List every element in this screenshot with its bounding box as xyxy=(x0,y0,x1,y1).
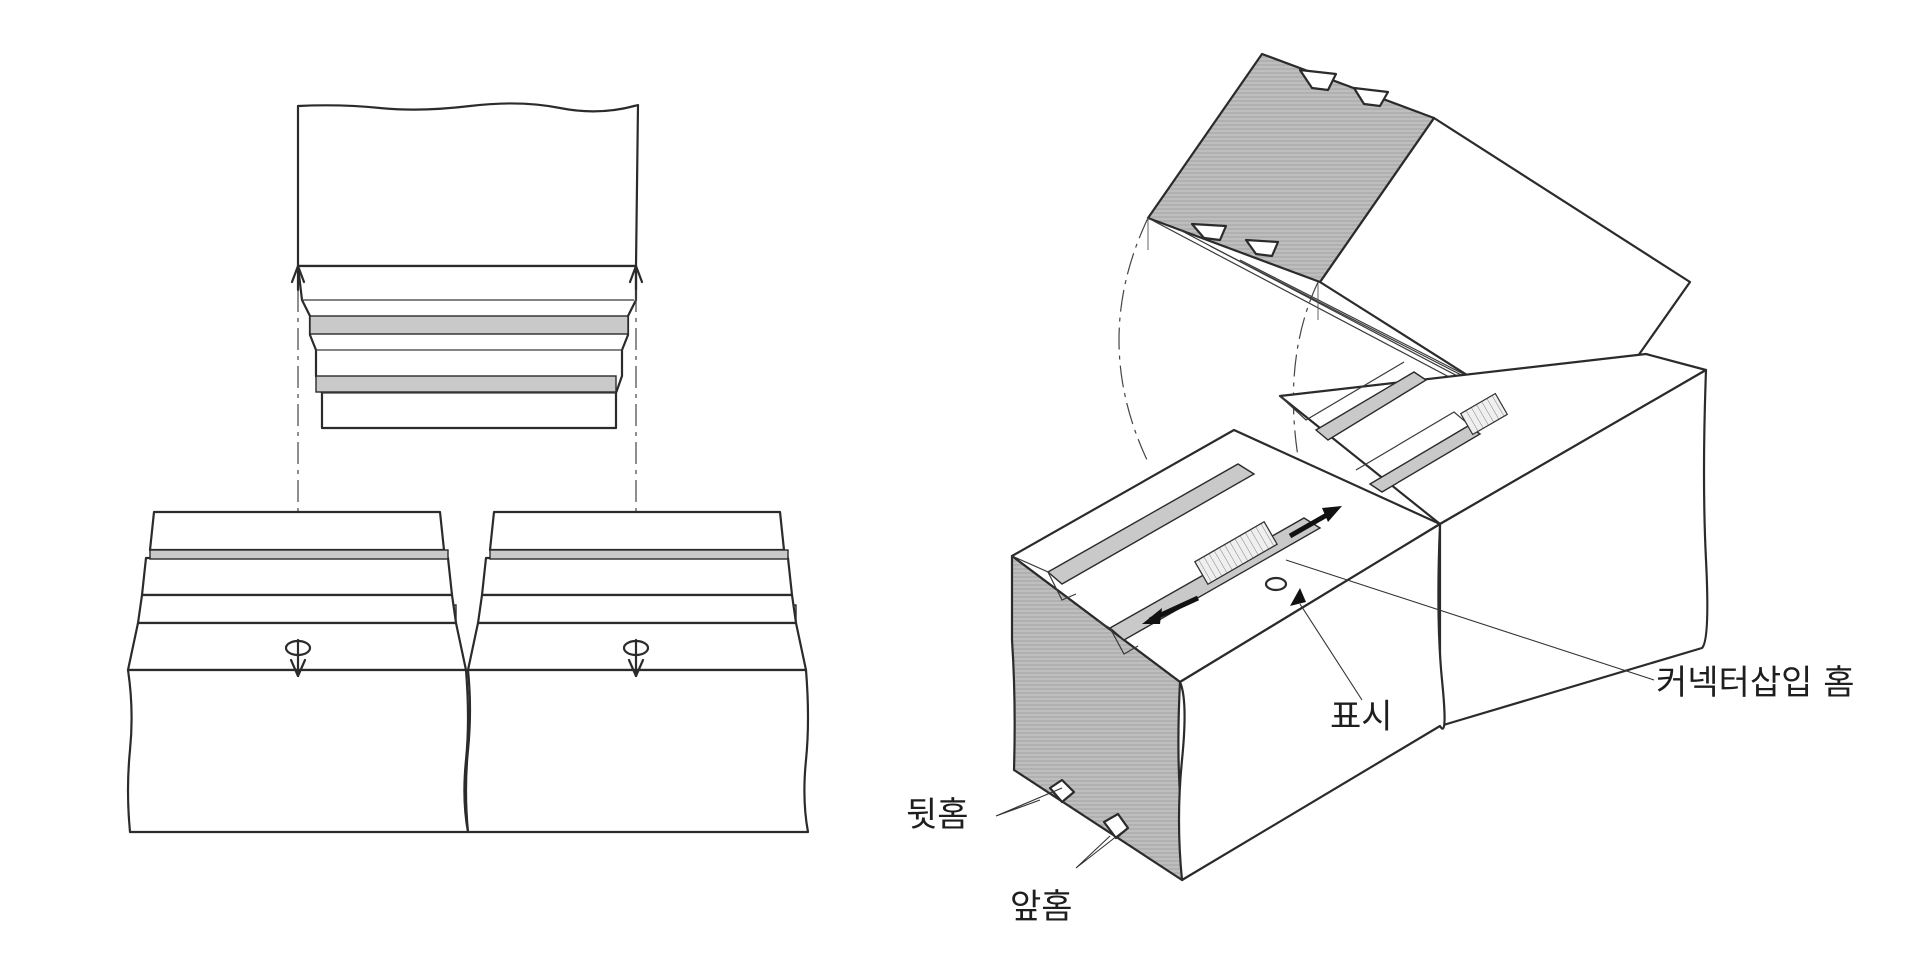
bottom-left-block xyxy=(126,510,470,834)
left-elevation-view xyxy=(126,102,810,834)
rotation-arc-outer xyxy=(1118,217,1149,463)
leader-back-groove xyxy=(995,787,1063,817)
front-block xyxy=(1010,428,1446,882)
leader-mark xyxy=(1299,603,1363,701)
back-block xyxy=(1278,352,1709,728)
right-isometric-view: 뒷홈 앞홈 표시 커넥터삽입 홈 xyxy=(906,52,1855,927)
label-front-groove: 앞홈 xyxy=(1010,887,1073,927)
label-back-groove: 뒷홈 xyxy=(906,795,969,835)
bottom-right-block xyxy=(464,510,810,834)
connector-piece xyxy=(1193,520,1279,586)
label-connector-groove: 커넥터삽입 홈 xyxy=(1656,663,1855,703)
leader-connector-groove xyxy=(1285,559,1655,681)
top-profile-piece xyxy=(290,102,644,430)
leader-front-groove xyxy=(1075,831,1123,869)
label-mark: 표시 xyxy=(1330,697,1393,737)
